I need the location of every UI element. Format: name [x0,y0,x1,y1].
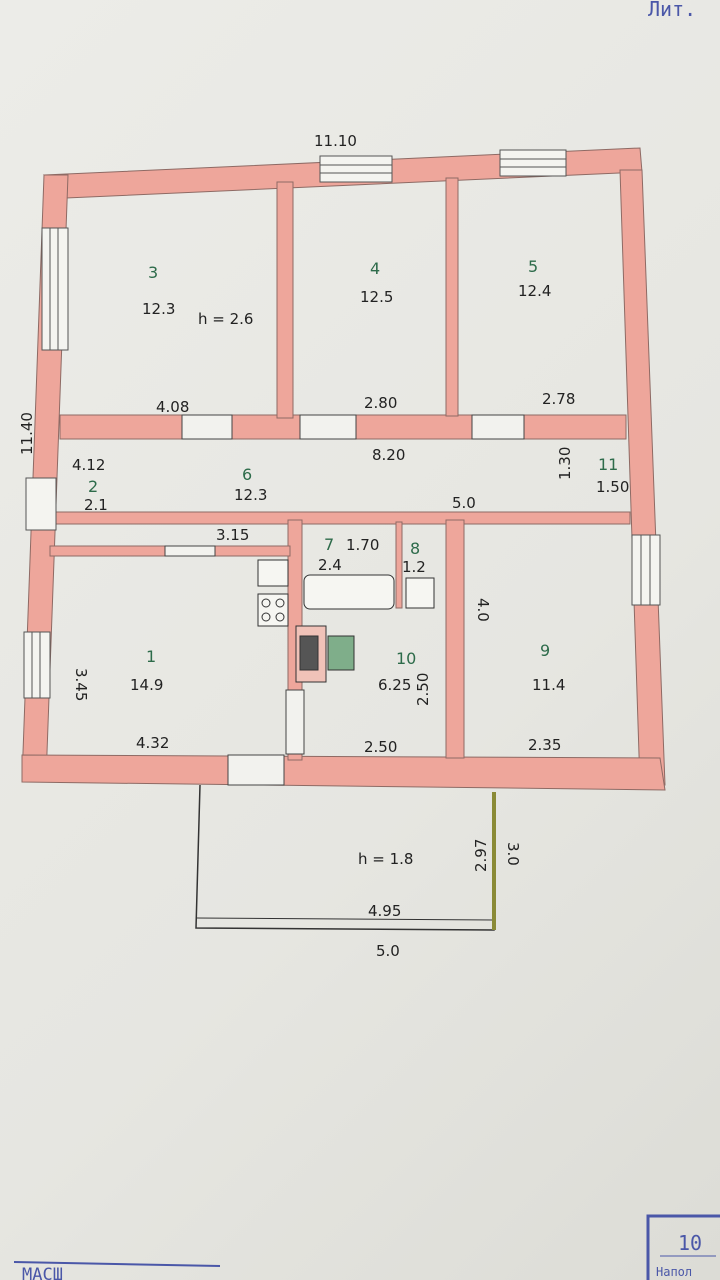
sink-fixture [257,559,289,587]
dim-room4-width: 2.80 [364,394,397,412]
dim-room1-depth: 3.45 [72,668,90,701]
overall-depth: 11.40 [18,412,36,455]
wall-corridor-south [54,511,631,525]
dim-veranda-inner: 4.95 [368,902,401,920]
dim-room2-width: 4.12 [72,456,105,474]
room-10-number: 10 [396,649,416,668]
wall-south [21,754,666,791]
room-10-area: 6.25 [378,676,411,694]
room-5-area: 12.4 [518,282,551,300]
corner-stamp: Лит. [648,0,696,21]
dimensions: 11.10 11.40 4.08 2.80 2.78 8.20 5.0 4.12… [18,132,629,960]
dim-corridor-span: 5.0 [452,494,476,512]
dim-room3-width: 4.08 [156,398,189,416]
dim-veranda-depth: 3.0 [504,842,522,866]
bathtub-fixture [303,574,395,610]
overall-width: 11.10 [314,132,357,150]
dim-corridor-length: 8.20 [372,446,405,464]
page-badge-caption: Напол [656,1265,692,1279]
page-badge-number: 10 [678,1231,702,1255]
door-3 [181,414,233,440]
room-9-number: 9 [540,641,550,660]
door-entrance [227,754,285,786]
window-west-1 [23,631,51,699]
footer-stamp-line [13,1261,221,1267]
window-east-9 [631,534,661,606]
room-5-number: 5 [528,257,538,276]
dim-room10-depth: 2.50 [414,673,432,706]
footer-stamp: МАСШ [22,1265,63,1280]
veranda [195,784,496,931]
room-7-area: 2.4 [318,556,342,574]
dim-veranda-width: 5.0 [376,942,400,960]
dim-veranda-inner-depth: 2.97 [472,839,490,872]
veranda-height: h = 1.8 [358,850,413,868]
dim-room1-width: 4.32 [136,734,169,752]
fixtures [257,559,435,683]
windows [23,149,661,699]
window-north-4 [319,155,393,183]
doors [164,414,525,786]
dim-room11-width: 1.50 [596,478,629,496]
wall-3-4 [276,181,294,419]
room-7-number: 7 [324,535,334,554]
room-4-area: 12.5 [360,288,393,306]
dim-room10-width: 2.50 [364,738,397,756]
toilet-fixture [405,577,435,609]
dim-room7-width: 1.70 [346,536,379,554]
room-1-area: 14.9 [130,676,163,694]
window-west-2 [25,477,57,531]
window-north-5 [499,149,567,177]
room-labels: 3 12.3 h = 2.6 4 12.5 5 12.4 6 12.3 2 2.… [84,257,618,868]
dim-room5-width: 2.78 [542,390,575,408]
door-1 [164,545,216,557]
room-3-area: 12.3 [142,300,175,318]
room-4-number: 4 [370,259,380,278]
dim-room11-depth: 1.30 [556,447,574,480]
page-badge: 10 Напол [646,1214,720,1280]
dim-room9-width: 2.35 [528,736,561,754]
room-2-area: 2.1 [84,496,108,514]
stove-fixture [257,593,289,627]
door-4 [299,414,357,440]
room-9-area: 11.4 [532,676,565,694]
dim-corridor-short: 3.15 [216,526,249,544]
door-5 [471,414,525,440]
wall-7-8 [395,521,403,609]
room-6-area: 12.3 [234,486,267,504]
room-6-number: 6 [242,465,252,484]
dim-room9-depth: 4.0 [474,598,492,622]
wall-4-5 [445,177,459,417]
room-8-area: 1.2 [402,558,426,576]
room-3-number: 3 [148,263,158,282]
window-west-3 [41,227,69,351]
ceiling-height: h = 2.6 [198,310,253,328]
room-11-number: 11 [598,455,618,474]
room-2-number: 2 [88,477,98,496]
room-8-number: 8 [410,539,420,558]
heater-radiator [327,635,355,671]
door-kitchen [285,689,305,755]
wall-bath [445,519,465,759]
room-1-number: 1 [146,647,156,666]
